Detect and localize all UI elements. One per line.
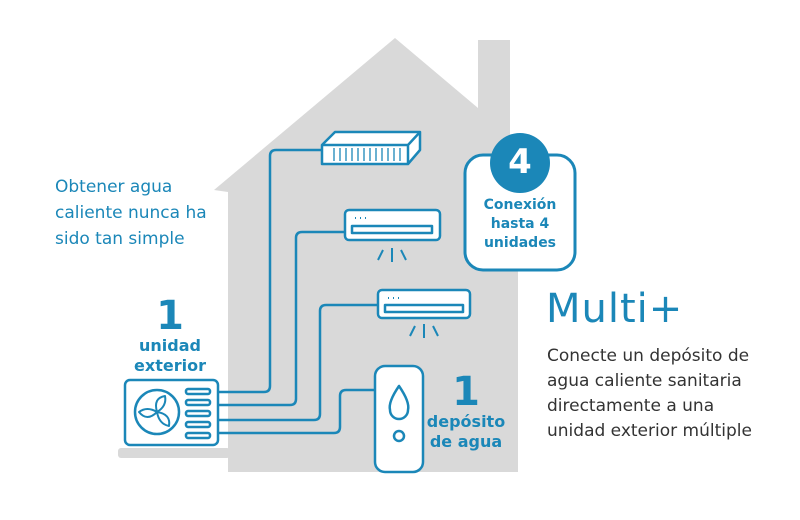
product-description: Conecte un depósito de agua caliente san… [547,344,752,444]
outdoor-label: unidad exterior [110,336,230,376]
description-line: Conecte un depósito de [547,346,750,366]
product-name: Multi+ [546,286,684,332]
outdoor-unit-icon [123,378,220,447]
label-line: unidad [139,336,201,355]
badge-line: Conexión [483,197,557,213]
wall-ac-icon-1 [343,208,442,262]
tank-label: depósito de agua [420,412,512,452]
intro-line: Obtener agua [55,177,173,197]
badge-line: hasta 4 [490,216,550,232]
water-tank-icon [373,364,425,474]
badge-line: unidades [483,235,557,251]
intro-line: caliente nunca ha [55,203,207,223]
badge-text: Conexión hasta 4 unidades [466,196,574,253]
outdoor-count: 1 [156,293,184,339]
description-line: unidad exterior múltiple [547,421,752,441]
label-line: de agua [429,432,503,451]
tank-count: 1 [452,369,480,415]
pipe-2 [218,230,345,407]
ducted-unit-icon [320,130,422,166]
description-line: directamente a una [547,396,715,416]
label-line: exterior [134,356,206,375]
badge-number-circle [490,133,550,193]
wall-ac-icon-2 [376,288,472,338]
intro-line: sido tan simple [55,229,185,249]
pipe-1 [218,148,322,394]
badge-number: 4 [508,142,532,182]
intro-text: Obtener agua caliente nunca ha sido tan … [55,174,207,252]
pipe-4 [218,388,375,435]
label-line: depósito [426,412,506,431]
pipe-3 [218,303,378,422]
description-line: agua caliente sanitaria [547,371,742,391]
